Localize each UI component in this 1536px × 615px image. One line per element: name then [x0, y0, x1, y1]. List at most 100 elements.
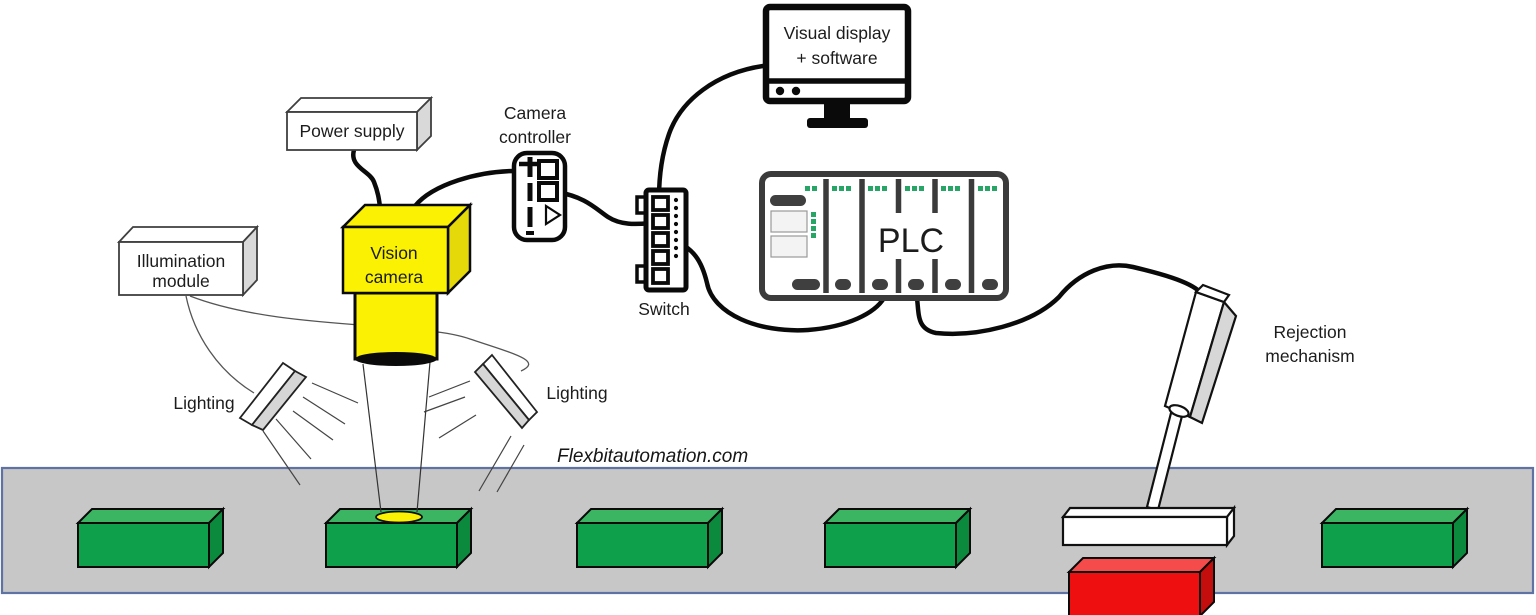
light-ray: [302, 396, 346, 425]
switch-led-dots: [673, 197, 679, 259]
switch-port-icon: [651, 267, 670, 285]
illumination-module-top: [116, 226, 260, 243]
camera-controller-label-line1: Camera: [504, 103, 567, 123]
vision-camera-label-line2: camera: [365, 267, 424, 287]
controller-port-icon: [537, 181, 559, 202]
light-ray: [262, 430, 301, 486]
inspection-spotlight: [375, 510, 423, 524]
controller-port-icon: [537, 159, 559, 180]
rejection-rod-joint: [1168, 404, 1190, 418]
product-box-face: [1068, 571, 1201, 615]
monitor-stand-neck: [824, 103, 850, 120]
camera-lens-bottom: [355, 352, 437, 366]
illumination-module-front: [118, 241, 244, 296]
wire-to-left-lighting: [185, 295, 255, 394]
watermark-text: Flexbitautomation.com: [557, 446, 748, 467]
product-box-face: [574, 508, 725, 524]
switch-label: Switch: [638, 299, 690, 319]
switch-port-icon: [651, 249, 670, 266]
product-box-face: [822, 508, 973, 524]
switch-port-icon: [651, 195, 670, 212]
plc-bottom-slots: [792, 279, 998, 290]
wire-to-right-lighting: [189, 295, 530, 372]
rejection-actuator-side: [1188, 299, 1238, 425]
cable-camera-to-controller: [412, 168, 524, 209]
lighting-left-label: Lighting: [173, 393, 234, 413]
play-triangle-icon: [544, 203, 563, 227]
illumination-module-label-line2: module: [152, 271, 209, 291]
camera-controller-label-line2: controller: [499, 127, 571, 147]
light-ray: [423, 396, 466, 413]
plc: PLC: [759, 171, 1009, 301]
monitor-button-icon: [791, 86, 801, 96]
conveyor-products: [75, 506, 1470, 615]
conveyor-belt: [0, 466, 1535, 595]
network-switch: Switch: [635, 187, 690, 319]
power-supply-label: Power supply: [299, 121, 404, 141]
lighting-bar-right: [473, 353, 539, 430]
product-box-face: [1319, 508, 1470, 524]
cable-switch-to-plc: [667, 236, 887, 333]
view-cone-line: [362, 363, 382, 513]
product-box-face: [576, 522, 709, 568]
illumination-module: Illumination module: [116, 224, 260, 298]
cables: [351, 63, 1203, 336]
lighting-bar-front-face: [250, 369, 308, 432]
monitor-button-icon: [775, 86, 785, 96]
light-ray: [428, 380, 471, 398]
light-ray: [275, 418, 312, 460]
light-ray: [311, 382, 359, 404]
light-rays-right: [423, 380, 525, 493]
visual-display-label-line1: Visual display: [784, 23, 891, 43]
camera-lens-barrel: [353, 291, 439, 361]
light-rays-left: [262, 382, 359, 486]
vision-camera-label-line1: Vision: [370, 243, 417, 263]
camera-body-front: [341, 225, 450, 295]
cable-controller-to-switch: [554, 189, 657, 227]
lighting-bar-front-face: [473, 362, 531, 430]
rejection-mechanism-label-line1: Rejection: [1274, 322, 1347, 342]
camera-controller: Camera controller: [499, 103, 571, 243]
view-cone-line: [416, 361, 431, 513]
product-box-face: [325, 522, 458, 568]
visual-display-label-line2: + software: [796, 48, 877, 68]
plc-cpu-display: [770, 210, 808, 233]
visual-display: Visual display + software: [762, 3, 912, 128]
plc-status-leds: [805, 186, 997, 238]
plc-body: [759, 171, 1009, 301]
illumination-module-label-line1: Illumination: [137, 251, 226, 271]
power-supply: Power supply: [284, 95, 434, 153]
light-ray: [478, 435, 512, 492]
light-ray: [292, 410, 334, 441]
monitor-stand-base: [807, 118, 868, 128]
cable-display-to-switch: [656, 63, 766, 201]
plc-module-dividers: [823, 179, 975, 293]
plc-cpu-slot: [770, 195, 806, 206]
plc-cpu-display: [770, 235, 808, 258]
rejection-mechanism-label-line2: mechanism: [1265, 346, 1354, 366]
rejection-actuator-top: [1193, 283, 1231, 304]
product-box-face: [1066, 557, 1217, 573]
product-box-face: [75, 508, 226, 524]
pusher-plate-front: [1061, 515, 1229, 547]
switch-port-icon: [651, 213, 670, 230]
rejection-mechanism: Rejection mechanism: [1060, 283, 1355, 549]
product-box-face: [77, 522, 210, 568]
vision-camera: Vision camera: [339, 201, 474, 366]
switch-port-icon: [651, 231, 670, 248]
camera-view-cone: [362, 361, 431, 524]
cable-power-to-camera: [351, 147, 383, 210]
lighting-bar-left: [238, 361, 308, 432]
product-box-face: [1321, 522, 1454, 568]
plc-label: PLC: [878, 222, 944, 260]
light-ray: [496, 444, 525, 493]
power-supply-top: [284, 97, 434, 113]
pusher-plate-top: [1060, 506, 1237, 519]
monitor-frame: [762, 3, 912, 105]
product-box-face: [824, 522, 957, 568]
illumination-wires: [185, 295, 530, 394]
light-ray: [438, 414, 477, 439]
lighting-right-label: Lighting: [546, 383, 607, 403]
